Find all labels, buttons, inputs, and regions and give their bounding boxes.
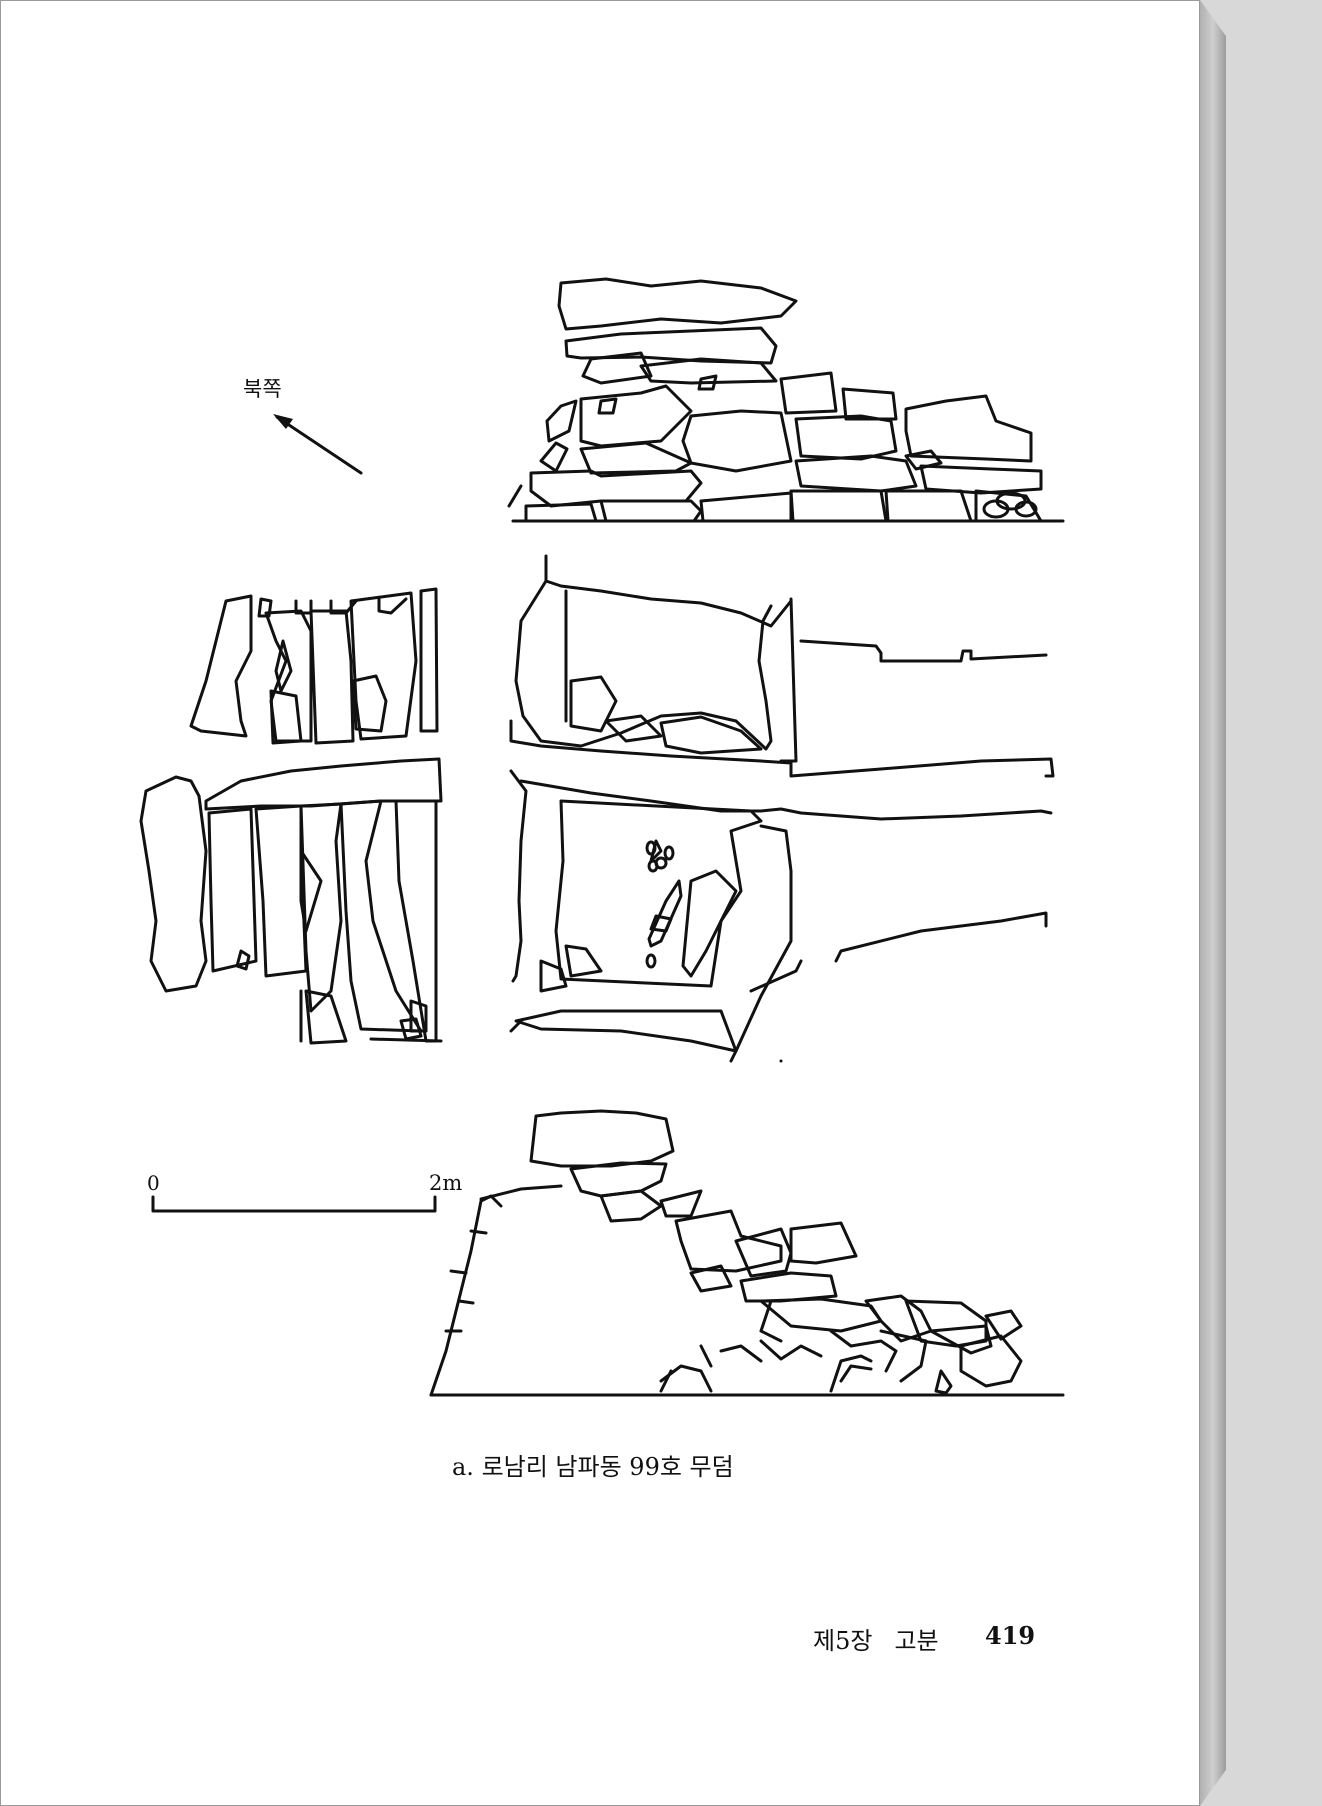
north-elevation-wall: [507, 277, 1065, 523]
figure-caption: a. 로남리 남파동 99호 무덤: [452, 1453, 734, 1481]
scale-start-label: 0: [147, 1171, 160, 1195]
scale-bar: [151, 1195, 437, 1213]
page-number: 419: [985, 1621, 1036, 1650]
south-elevation-wall: [429, 1109, 1065, 1397]
tomb-drawing: [139, 277, 1065, 1397]
west-wall-upper: [189, 587, 439, 745]
page-edge: [1200, 0, 1226, 1806]
chapter-label: 제5장: [813, 1627, 873, 1655]
tomb-chamber-plan: [509, 554, 1055, 1063]
running-head: 제5장 고분: [813, 1621, 939, 1656]
north-arrow-icon: [273, 414, 363, 475]
north-label: 북쪽: [243, 377, 282, 401]
west-wall-lower: [139, 757, 443, 1045]
document-page: 북쪽 0 2m a. 로남리 남파동 99호 무덤 제5장 고분 419: [0, 0, 1200, 1806]
section-label: 고분: [894, 1627, 939, 1655]
scale-end-label: 2m: [429, 1171, 463, 1195]
